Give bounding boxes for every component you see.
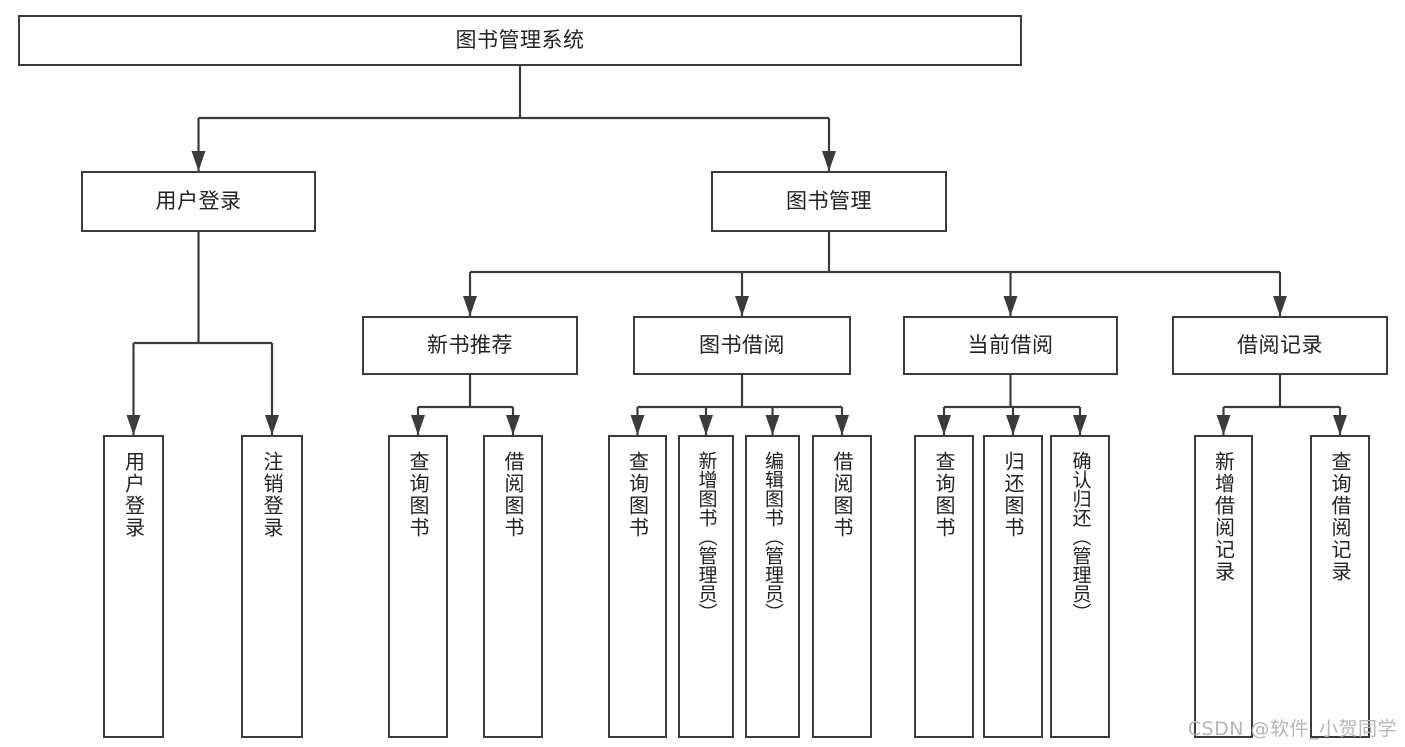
node-label: 新增图书（管理员）: [695, 451, 718, 622]
watermark-label: CSDN @软件_小贺同学: [1187, 718, 1397, 740]
edge-arrowhead-icon: [937, 415, 951, 435]
edge-arrowhead-icon: [126, 415, 141, 435]
edge-arrowhead-icon: [506, 415, 520, 435]
node-label: 借阅记录: [1237, 332, 1323, 357]
node-label: 归还图书: [1001, 451, 1025, 539]
node-current-borrow[interactable]: 当前借阅: [903, 316, 1118, 375]
node-leaf-confirm-return[interactable]: 确认归还（管理员）: [1050, 435, 1110, 738]
node-leaf-query-book-1[interactable]: 查询图书: [388, 435, 448, 738]
node-label: 查询图书: [932, 451, 956, 539]
edge-arrowhead-icon: [411, 415, 425, 435]
edge-arrowhead-icon: [1073, 415, 1087, 435]
edge-arrowhead-icon: [735, 296, 749, 316]
edge-arrowhead-icon: [191, 151, 206, 171]
node-leaf-user-login[interactable]: 用户登录: [103, 435, 164, 738]
edge-group: [126, 66, 1347, 435]
node-leaf-borrow-book-2[interactable]: 借阅图书: [812, 435, 872, 738]
node-leaf-add-record[interactable]: 新增借阅记录: [1194, 435, 1253, 738]
node-label: 图书管理: [786, 188, 872, 213]
node-book-manage[interactable]: 图书管理: [711, 171, 947, 232]
node-leaf-return-book[interactable]: 归还图书: [983, 435, 1043, 738]
node-label: 查询图书: [406, 451, 430, 539]
edge-arrowhead-icon: [765, 415, 780, 435]
node-borrow-record[interactable]: 借阅记录: [1172, 316, 1388, 375]
node-label: 编辑图书（管理员）: [762, 451, 784, 622]
edge-arrowhead-icon: [463, 296, 477, 316]
node-label: 图书管理系统: [455, 27, 585, 52]
edge-arrowhead-icon: [265, 415, 279, 435]
node-new-book-rec[interactable]: 新书推荐: [362, 316, 578, 375]
edge-arrowhead-icon: [630, 415, 645, 435]
node-leaf-borrow-book-1[interactable]: 借阅图书: [483, 435, 543, 738]
edge-arrowhead-icon: [1216, 415, 1231, 435]
node-book-borrow[interactable]: 图书借阅: [633, 316, 851, 375]
node-leaf-query-book-3[interactable]: 查询图书: [914, 435, 974, 738]
edge-arrowhead-icon: [1006, 415, 1020, 435]
node-label: 借阅图书: [830, 451, 854, 539]
node-label: 新书推荐: [427, 332, 513, 357]
node-label: 新增借阅记录: [1211, 451, 1236, 583]
node-label: 注销登录: [260, 451, 284, 539]
node-label: 用户登录: [155, 188, 242, 213]
node-leaf-query-record[interactable]: 查询借阅记录: [1310, 435, 1370, 738]
edge-arrowhead-icon: [1333, 415, 1347, 435]
node-label: 用户登录: [121, 451, 146, 539]
edge-arrowhead-icon: [699, 415, 713, 435]
node-label: 确认归还（管理员）: [1069, 451, 1092, 622]
node-label: 借阅图书: [501, 451, 525, 539]
node-leaf-edit-book[interactable]: 编辑图书（管理员）: [745, 435, 800, 738]
node-label: 当前借阅: [967, 332, 1054, 357]
node-user-login[interactable]: 用户登录: [81, 171, 316, 232]
node-root[interactable]: 图书管理系统: [18, 15, 1022, 66]
edge-arrowhead-icon: [1273, 296, 1287, 316]
edge-arrowhead-icon: [822, 151, 836, 171]
node-leaf-user-logout[interactable]: 注销登录: [241, 435, 303, 738]
edge-arrowhead-icon: [1003, 296, 1018, 316]
edge-arrowhead-icon: [835, 415, 849, 435]
node-label: 图书借阅: [699, 332, 785, 357]
node-label: 查询图书: [625, 451, 650, 539]
node-label: 查询借阅记录: [1328, 451, 1352, 583]
node-leaf-add-book[interactable]: 新增图书（管理员）: [678, 435, 734, 738]
node-leaf-query-book-2[interactable]: 查询图书: [608, 435, 667, 738]
